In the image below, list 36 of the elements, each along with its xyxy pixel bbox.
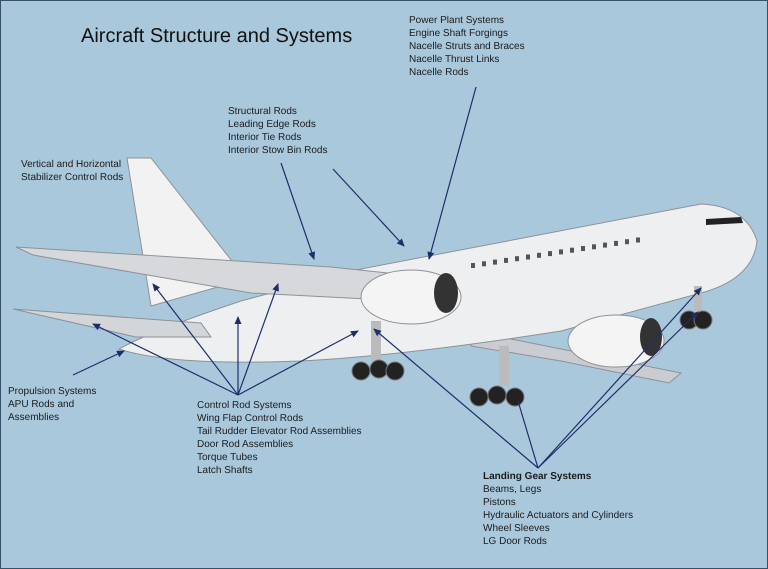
callout-text: Torque Tubes (197, 451, 259, 464)
callout-text: Nacelle Thrust Links (409, 53, 500, 66)
callout-text: Nacelle Rods (409, 66, 470, 79)
callout-text: Propulsion Systems (8, 385, 98, 398)
callout-text: Hydraulic Actuators and Cylinders (483, 509, 634, 522)
callout-text: Pistons (483, 496, 517, 509)
leader-line (237, 283, 279, 396)
callout-text: APU Rods and Assemblies (8, 398, 76, 424)
leader-line (280, 162, 316, 260)
callout-text: LG Door Rods (483, 535, 548, 548)
callout-text: Vertical and Horizontal Stabilizer Control Rods (21, 158, 124, 184)
callout-text: Latch Shafts (197, 464, 254, 477)
leader-line (427, 86, 477, 260)
callout-text: Leading Edge Rods (228, 118, 317, 131)
callout-text: Landing Gear Systems (483, 470, 592, 483)
leader-line (72, 350, 125, 376)
callout-text: Control Rod Systems (197, 399, 292, 412)
callout-text: Wing Flap Control Rods (197, 412, 304, 425)
diagram-title: Aircraft Structure and Systems (81, 25, 352, 48)
leader-line (234, 316, 242, 395)
callout-text: Tail Rudder Elevator Rod Assemblies (197, 425, 362, 438)
leader-line (332, 168, 405, 247)
callout-text: Structural Rods (228, 105, 298, 118)
callout-text: Interior Tie Rods (228, 131, 302, 144)
callout-text: Nacelle Struts and Braces (409, 40, 525, 53)
callout-text: Interior Stow Bin Rods (228, 144, 328, 157)
leader-line (152, 283, 238, 396)
callout-text: Beams, Legs (483, 483, 542, 496)
callout-text: Door Rod Assemblies (197, 438, 294, 451)
leader-line (92, 323, 238, 396)
leader-line (373, 328, 538, 468)
callout-text: Engine Shaft Forgings (409, 27, 509, 40)
leader-line (517, 400, 539, 468)
leader-line (238, 330, 359, 396)
callout-text: Wheel Sleeves (483, 522, 551, 535)
callout-text: Power Plant Systems (409, 14, 506, 27)
